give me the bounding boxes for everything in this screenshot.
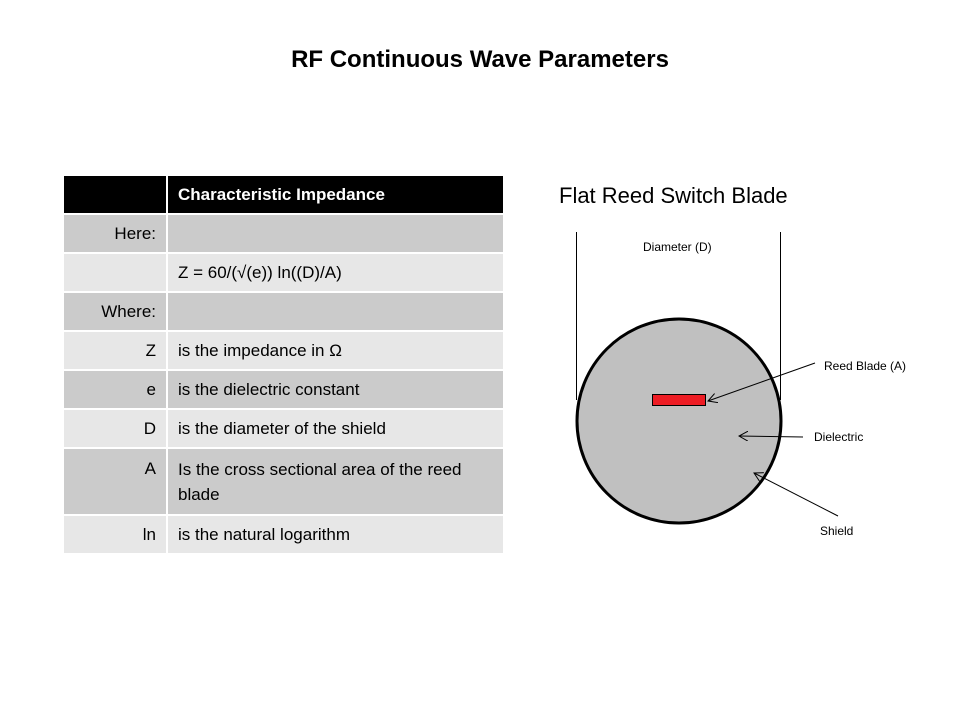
dielectric-arrow: [739, 436, 804, 437]
formula-cell: Z = 60/(√(e)) ln((D)/A): [167, 253, 503, 292]
symbol-cell: A: [64, 448, 168, 515]
symbol-cell: ln: [64, 515, 168, 554]
description-cell: is the diameter of the shield: [167, 409, 503, 448]
reed-blade-label: Reed Blade (A): [824, 359, 906, 373]
diameter-label: Diameter (D): [643, 240, 712, 254]
symbol-cell: [64, 253, 168, 292]
symbol-cell: e: [64, 370, 168, 409]
table-row: e is the dielectric constant: [64, 370, 503, 409]
reed-blade-rect: [652, 394, 706, 406]
table-row: Z is the impedance in Ω: [64, 331, 503, 370]
symbol-cell: D: [64, 409, 168, 448]
description-cell: is the natural logarithm: [167, 515, 503, 554]
symbol-cell: Z: [64, 331, 168, 370]
table-row: Z = 60/(√(e)) ln((D)/A): [64, 253, 503, 292]
table-row: A Is the cross sectional area of the ree…: [64, 448, 503, 515]
dielectric-label: Dielectric: [814, 430, 863, 444]
header-label-cell: Characteristic Impedance: [167, 176, 503, 214]
table-row: Here:: [64, 214, 503, 253]
impedance-table: Characteristic Impedance Here: Z = 60/(√…: [64, 176, 503, 555]
description-cell: Is the cross sectional area of the reed …: [167, 448, 503, 515]
shield-label: Shield: [820, 524, 853, 538]
table-row: D is the diameter of the shield: [64, 409, 503, 448]
header-symbol-cell: [64, 176, 168, 214]
symbol-cell: Here:: [64, 214, 168, 253]
description-cell: is the impedance in Ω: [167, 331, 503, 370]
reed-blade-arrow: [708, 362, 816, 401]
table-row: Where:: [64, 292, 503, 331]
diagram-title: Flat Reed Switch Blade: [559, 183, 788, 208]
table-row: ln is the natural logarithm: [64, 515, 503, 554]
symbol-cell: Where:: [64, 292, 168, 331]
dielectric-shield-circle: [575, 317, 783, 525]
description-cell: [167, 214, 503, 253]
slide-title: RF Continuous Wave Parameters: [291, 46, 669, 73]
description-cell: [167, 292, 503, 331]
description-cell: is the dielectric constant: [167, 370, 503, 409]
shield-arrow: [754, 473, 839, 517]
table-header-row: Characteristic Impedance: [64, 176, 503, 214]
